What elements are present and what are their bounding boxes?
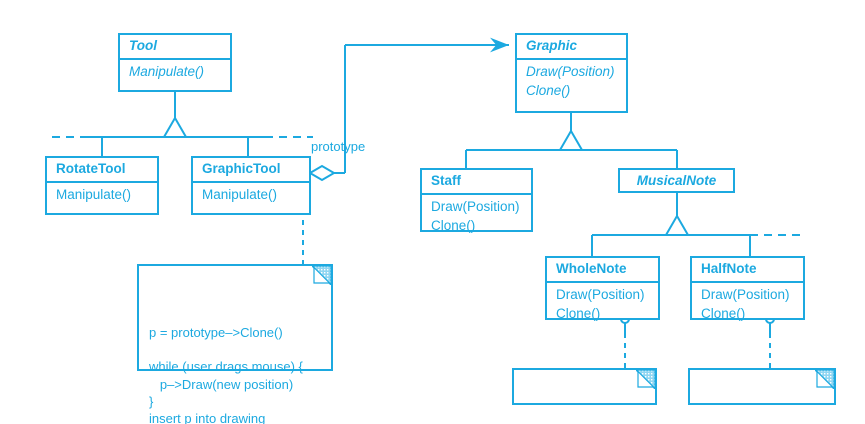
class-operations-tool: Manipulate() (120, 60, 230, 85)
class-operations-graphic: Draw(Position) Clone() (517, 60, 626, 104)
class-name-graphictool: GraphicTool (193, 158, 309, 184)
operation-item: Manipulate() (202, 187, 278, 203)
aggregation-diamond-prototype (308, 164, 336, 182)
note-graphictool[interactable]: p = prototype–>Clone() while (user drags… (137, 264, 333, 424)
operation-item: Draw(Position) (701, 287, 790, 303)
class-name-graphic: Graphic (517, 35, 626, 61)
class-name-tool: Tool (120, 35, 230, 61)
class-box-wholenote[interactable]: WholeNote Draw(Position) Clone() (545, 256, 660, 321)
note-fold-icon (636, 370, 655, 389)
class-operations-graphictool: Manipulate() (193, 183, 309, 208)
gen-triangle-musicalnote (664, 214, 690, 236)
class-box-staff[interactable]: Staff Draw(Position) Clone() (420, 168, 533, 233)
class-name-halfnote: HalfNote (692, 258, 803, 284)
class-name-wholenote: WholeNote (547, 258, 658, 284)
operation-item: Clone() (526, 82, 571, 98)
class-box-halfnote[interactable]: HalfNote Draw(Position) Clone() (690, 256, 805, 321)
class-operations-wholenote: Draw(Position) Clone() (547, 283, 658, 327)
class-box-rotatetool[interactable]: RotateTool Manipulate() (45, 156, 159, 215)
class-name-musicalnote: MusicalNote (636, 173, 717, 188)
gen-triangle-tool (162, 116, 188, 138)
class-box-graphic[interactable]: Graphic Draw(Position) Clone() (515, 33, 628, 113)
class-box-musicalnote[interactable]: MusicalNote (618, 168, 735, 193)
class-box-graphictool[interactable]: GraphicTool Manipulate() (191, 156, 311, 215)
operation-item: Manipulate() (129, 64, 205, 80)
gen-triangle-graphic (558, 129, 584, 151)
operation-item: Manipulate() (56, 187, 132, 203)
operation-item: Draw(Position) (431, 199, 520, 215)
operation-item: Draw(Position) (526, 64, 615, 80)
class-operations-staff: Draw(Position) Clone() (422, 195, 531, 239)
note-text-graphictool: p = prototype–>Clone() while (user drags… (149, 324, 303, 424)
operation-item: Clone() (701, 305, 746, 321)
note-halfnote[interactable]: return copy of self (688, 368, 836, 405)
class-name-rotatetool: RotateTool (47, 158, 157, 184)
class-operations-rotatetool: Manipulate() (47, 183, 157, 208)
class-box-tool[interactable]: Tool Manipulate() (118, 33, 232, 92)
operation-item: Draw(Position) (556, 287, 645, 303)
note-fold-icon (312, 266, 331, 285)
note-wholenote[interactable]: return copy of self (512, 368, 657, 405)
operation-item: Clone() (556, 305, 601, 321)
operation-item: Clone() (431, 217, 476, 233)
class-operations-halfnote: Draw(Position) Clone() (692, 283, 803, 327)
association-label-prototype: prototype (311, 139, 366, 154)
note-fold-icon (815, 370, 834, 389)
class-name-staff: Staff (422, 170, 531, 196)
